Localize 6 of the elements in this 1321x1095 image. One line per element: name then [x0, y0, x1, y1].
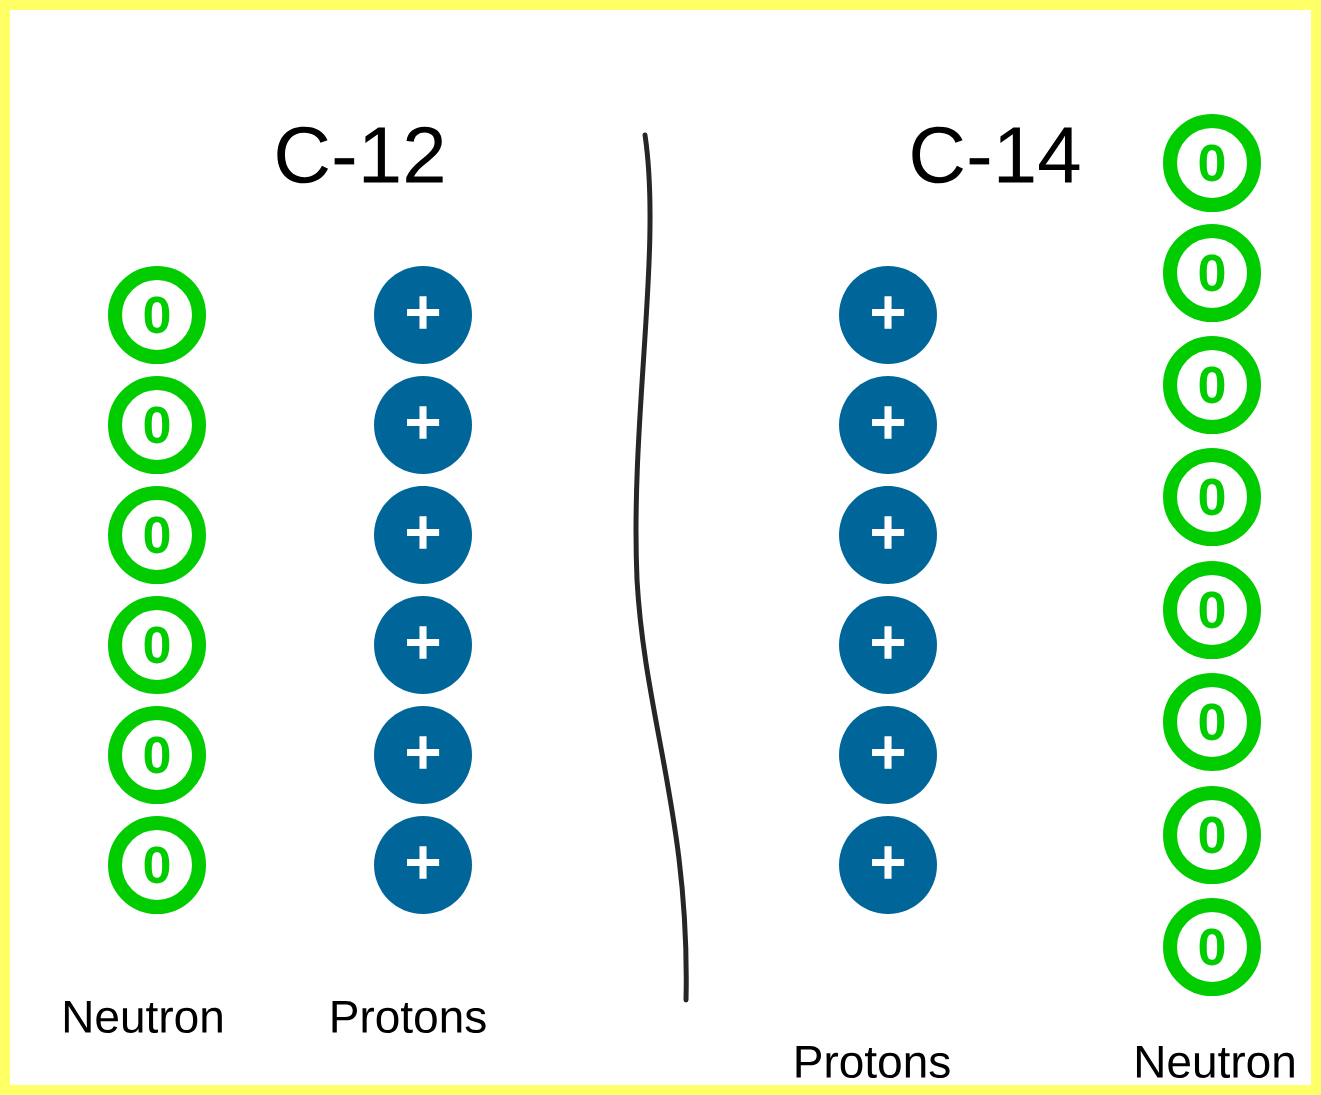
column-label: Protons	[332, 1000, 486, 1034]
column-label: Neutron	[64, 1000, 222, 1034]
isotope-heading: C-14	[912, 126, 1080, 184]
isotope-heading: C-12	[277, 126, 443, 184]
column-label: Protons	[796, 1045, 950, 1079]
column-label: Neutron	[1136, 1045, 1294, 1079]
